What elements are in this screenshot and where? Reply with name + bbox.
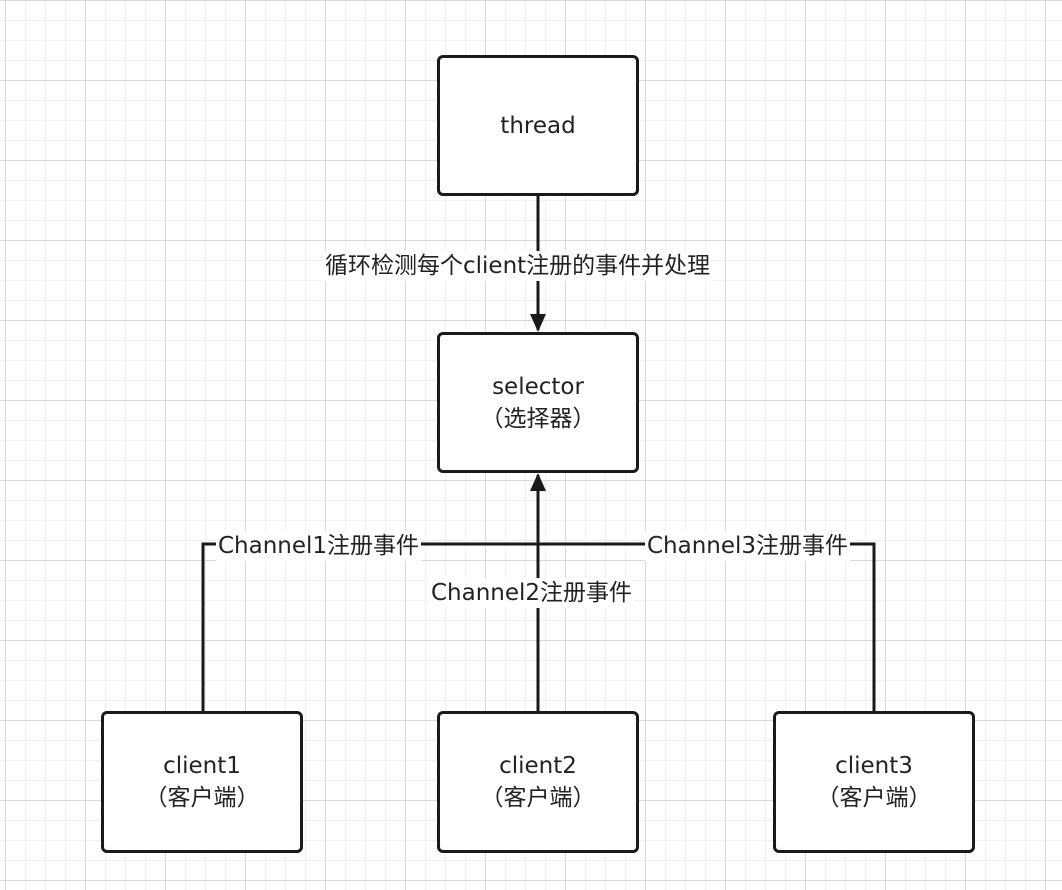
client2-node: client2 （客户端） — [437, 711, 639, 853]
thread-node: thread — [437, 55, 639, 196]
client1-node: client1 （客户端） — [101, 711, 303, 853]
selector-node: selector （选择器） — [437, 332, 639, 473]
edge-label-thread-selector: 循环检测每个client注册的事件并处理 — [323, 251, 713, 281]
client3-sublabel: （客户端） — [816, 785, 932, 811]
edge-label-channel2: Channel2注册事件 — [429, 578, 635, 608]
client1-label: client1 — [163, 753, 241, 779]
client2-sublabel: （客户端） — [480, 785, 596, 811]
thread-label: thread — [500, 112, 576, 139]
client2-label: client2 — [499, 753, 577, 779]
edge-label-channel3: Channel3注册事件 — [645, 531, 851, 561]
edge-client3-to-selector — [538, 542, 876, 712]
client3-node: client3 （客户端） — [773, 711, 975, 853]
selector-label: selector — [492, 373, 584, 400]
selector-sublabel: （选择器） — [480, 405, 596, 432]
client1-sublabel: （客户端） — [144, 785, 260, 811]
edge-client1-to-selector — [201, 542, 538, 712]
client3-label: client3 — [835, 753, 913, 779]
edge-label-channel1: Channel1注册事件 — [216, 531, 422, 561]
